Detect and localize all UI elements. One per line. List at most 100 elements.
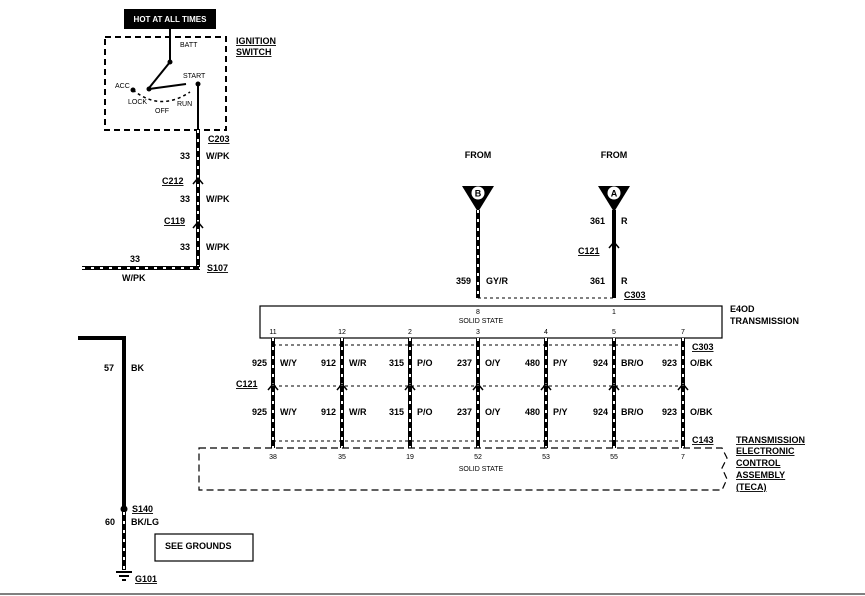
wire-33-num-1: 33 (180, 151, 190, 161)
wire-33-num-4: 33 (130, 254, 140, 264)
teca-pin-label: 19 (406, 454, 414, 461)
ignition-switch: HOT AT ALL TIMES IGNITION SWITCH BATT AC… (104, 9, 276, 131)
teca-title-2: ELECTRONIC (736, 446, 795, 456)
trans-pin-label: 5 (612, 329, 616, 336)
ignition-switch-box (104, 36, 227, 131)
c121-mark (404, 382, 416, 391)
teca-pin-label: 52 (474, 454, 482, 461)
hot-at-all-times-label-box (124, 9, 216, 29)
wire-color-label: W/Y (280, 407, 297, 417)
wire-color-label: W/R (349, 407, 367, 417)
c119-connector-mark (192, 220, 204, 229)
see-grounds-label: SEE GROUNDS (165, 541, 232, 551)
wire-color-label: O/Y (485, 407, 501, 417)
teca-pin-label: 53 (542, 454, 550, 461)
batt-position-label: BATT (180, 42, 198, 49)
wire-60-color: BK/LG (131, 517, 159, 527)
trans-pin-label: 7 (681, 329, 685, 336)
wire-33-color-2: W/PK (206, 194, 230, 204)
c303-top-label: C303 (624, 290, 646, 300)
ignition-switch-title-2: SWITCH (236, 47, 272, 57)
lock-position-label: LOCK (128, 99, 147, 106)
c121-connector-label: C121 (236, 379, 258, 389)
wire-33-color-4: W/PK (122, 273, 146, 283)
teca-pin-label: 7 (681, 454, 685, 461)
teca-solid-state-label: SOLID STATE (459, 466, 504, 473)
c212-connector-mark (192, 176, 204, 185)
start-position-label: START (183, 73, 206, 80)
c121-connector-label-a: C121 (578, 246, 600, 256)
wire-num-label: 315 (389, 407, 404, 417)
teca-title-3: CONTROL (736, 458, 781, 468)
wire-num-label: 480 (525, 358, 540, 368)
trans-pin-label: 12 (338, 329, 346, 336)
teca-pin-label: 35 (338, 454, 346, 461)
transmission-title: E4OD (730, 304, 755, 314)
wire-color-label: P/O (417, 358, 433, 368)
wire-num-label: 924 (593, 358, 608, 368)
from-feeds: FROM FROM B A 359 GY/R 361 R C121 361 R … (456, 150, 646, 300)
g101-ground-label: G101 (135, 574, 157, 584)
ignition-switch-title: IGNITION (236, 36, 276, 46)
from-label-b: FROM (465, 150, 492, 160)
wire-color-label: O/BK (690, 358, 713, 368)
left-circuit: C203 33 W/PK C212 33 W/PK C119 33 W/PK 3… (82, 130, 230, 283)
c121-mark (608, 382, 620, 391)
wire-60-num: 60 (105, 517, 115, 527)
wire-color-label: W/R (349, 358, 367, 368)
wire-361-color-1: R (621, 216, 628, 226)
trans-pin-label: 4 (544, 329, 548, 336)
wire-57-color: BK (131, 363, 144, 373)
wire-359-color: GY/R (486, 276, 509, 286)
trans-pin-label: 3 (476, 329, 480, 336)
switch-contact-arm (148, 83, 187, 90)
feed-b-circle (471, 186, 485, 200)
teca-title-1: TRANSMISSION (736, 435, 805, 445)
see-grounds-box[interactable] (154, 533, 254, 562)
wire-33-color-1: W/PK (206, 151, 230, 161)
wire-color-label: P/Y (553, 358, 568, 368)
teca-pin-label: 55 (610, 454, 618, 461)
wire-num-label: 912 (321, 407, 336, 417)
teca-pin-label: 38 (269, 454, 277, 461)
switch-arm (148, 61, 171, 89)
wire-33-color-3: W/PK (206, 242, 230, 252)
wire-361-color-2: R (621, 276, 628, 286)
wire-color-label: O/BK (690, 407, 713, 417)
wire-33-num-3: 33 (180, 242, 190, 252)
wire-num-label: 925 (252, 358, 267, 368)
switch-arc (132, 89, 191, 103)
wire-color-label: BR/O (621, 407, 644, 417)
wire-color-label: P/O (417, 407, 433, 417)
wire-num-label: 480 (525, 407, 540, 417)
acc-position-label: ACC (115, 83, 130, 90)
feed-a-letter: A (611, 189, 618, 199)
ground-symbol-icon (116, 571, 132, 581)
hot-at-all-times-label: HOT AT ALL TIMES (134, 15, 208, 24)
ground-circuit: 57 BK S140 60 BK/LG SEE GROUNDS G101 (78, 336, 254, 584)
wire-num-label: 925 (252, 407, 267, 417)
run-position-label: RUN (177, 101, 192, 108)
trans-pin-label: 11 (269, 329, 276, 336)
feed-b-letter: B (475, 189, 482, 199)
transmission-solid-state-label: SOLID STATE (459, 318, 504, 325)
wire-361-num-1: 361 (590, 216, 605, 226)
transmission-box (259, 305, 723, 339)
wire-color-label: P/Y (553, 407, 568, 417)
trans-pin-label: 2 (408, 329, 412, 336)
wire-num-label: 315 (389, 358, 404, 368)
wire-359-num: 359 (456, 276, 471, 286)
wire-33-num-2: 33 (180, 194, 190, 204)
c121-mark (677, 382, 689, 391)
teca-title-4: ASSEMBLY (736, 470, 785, 480)
teca-module: 38 35 19 52 53 55 7 SOLID STATE TRANSMISSION E… (198, 435, 805, 492)
wire-num-label: 237 (457, 358, 472, 368)
teca-title-5: (TECA) (736, 482, 767, 492)
wire-num-label: 923 (662, 358, 677, 368)
transmission-bottom-pins: 11 12 2 3 4 5 7 (269, 329, 685, 336)
wire-color-label: O/Y (485, 358, 501, 368)
c121-mark (336, 382, 348, 391)
trans-pin-top-8: 8 (476, 309, 480, 316)
c121-mark-a (608, 240, 620, 249)
c303-bottom-label: C303 (692, 342, 714, 352)
